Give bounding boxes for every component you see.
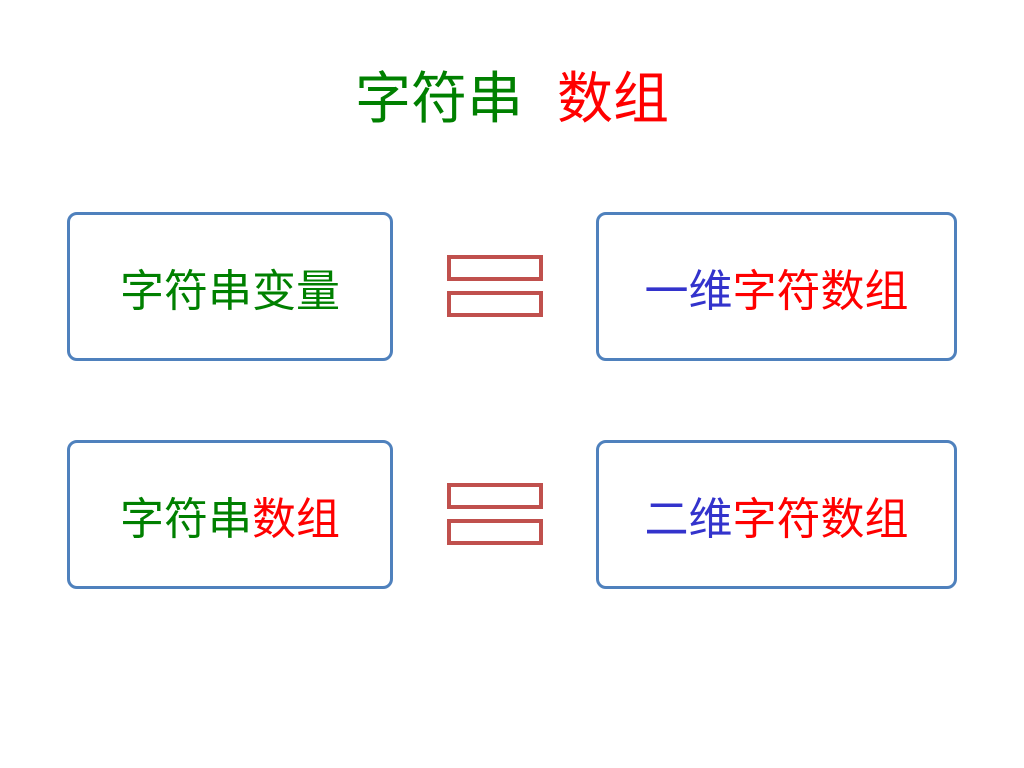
left-box-string-array: 字符串数组: [67, 440, 393, 589]
equals-icon-top-bar: [447, 255, 543, 281]
right-box-1-text-part1: 一维: [644, 265, 733, 317]
equals-icon-bottom-bar: [447, 291, 543, 317]
slide-title: 字符串数组: [0, 62, 1024, 138]
left-box-string-variable: 字符串变量: [67, 212, 393, 361]
right-box-1d-char-array: 一维字符数组: [596, 212, 957, 361]
left-box-2-text-part2: 数组: [252, 493, 340, 545]
left-box-1-text-part1: 字符串变量: [120, 265, 340, 317]
title-part-string: 字符串: [355, 67, 523, 132]
equals-icon: [447, 255, 543, 319]
right-box-2-text-part2: 字符数组: [732, 493, 909, 545]
equals-icon: [447, 483, 543, 547]
right-box-1-text-part2: 字符数组: [732, 265, 909, 317]
equals-icon-top-bar: [447, 483, 543, 509]
right-box-2d-char-array: 二维字符数组: [596, 440, 957, 589]
left-box-2-text-part1: 字符串: [120, 493, 252, 545]
right-box-2-text-part1: 二维: [644, 493, 733, 545]
title-part-array: 数组: [557, 67, 669, 132]
equals-icon-bottom-bar: [447, 519, 543, 545]
